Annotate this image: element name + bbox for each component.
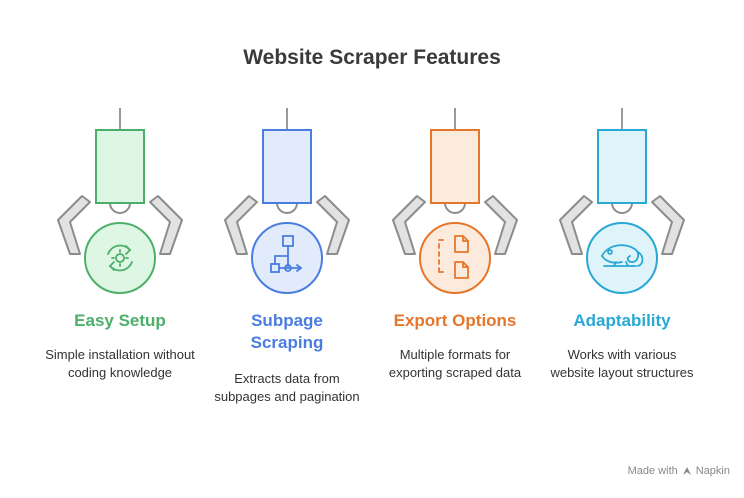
claw-subpage-scraping (224, 108, 350, 294)
feature-desc-export-options: Multiple formats for exporting scraped d… (388, 347, 522, 380)
card-adaptability (597, 129, 647, 204)
napkin-logo-icon (682, 467, 691, 475)
circle-adaptability (586, 222, 658, 294)
watermark: Made with Napkin (628, 465, 730, 477)
gear-refresh-icon (107, 244, 133, 272)
watermark-brand: Napkin (695, 465, 730, 477)
circle-subpage-scraping (251, 222, 323, 294)
page-title: Website Scraper Features (243, 46, 501, 69)
sitemap-icon (270, 235, 303, 273)
feature-desc-easy-setup: Simple installation without coding knowl… (45, 347, 195, 380)
card-export-options (430, 129, 480, 204)
claw-adaptability (559, 108, 685, 294)
feature-desc-subpage-scraping: Extracts data from subpages and paginati… (214, 371, 360, 404)
circle-easy-setup (84, 222, 156, 294)
circle-export-options (419, 222, 491, 294)
watermark-prefix: Made with (627, 465, 678, 477)
claw-export-options (392, 108, 518, 294)
card-subpage-scraping (262, 129, 312, 204)
feature-title-subpage-scraping: Subpage Scraping (250, 311, 324, 352)
card-easy-setup (95, 129, 145, 204)
chameleon-icon (601, 244, 644, 267)
documents-icon (438, 235, 469, 279)
feature-title-easy-setup: Easy Setup (74, 311, 166, 330)
feature-title-adaptability: Adaptability (573, 311, 671, 330)
feature-title-export-options: Export Options (393, 311, 517, 330)
claw-easy-setup (57, 108, 183, 294)
feature-desc-adaptability: Works with various website layout struct… (550, 347, 694, 380)
